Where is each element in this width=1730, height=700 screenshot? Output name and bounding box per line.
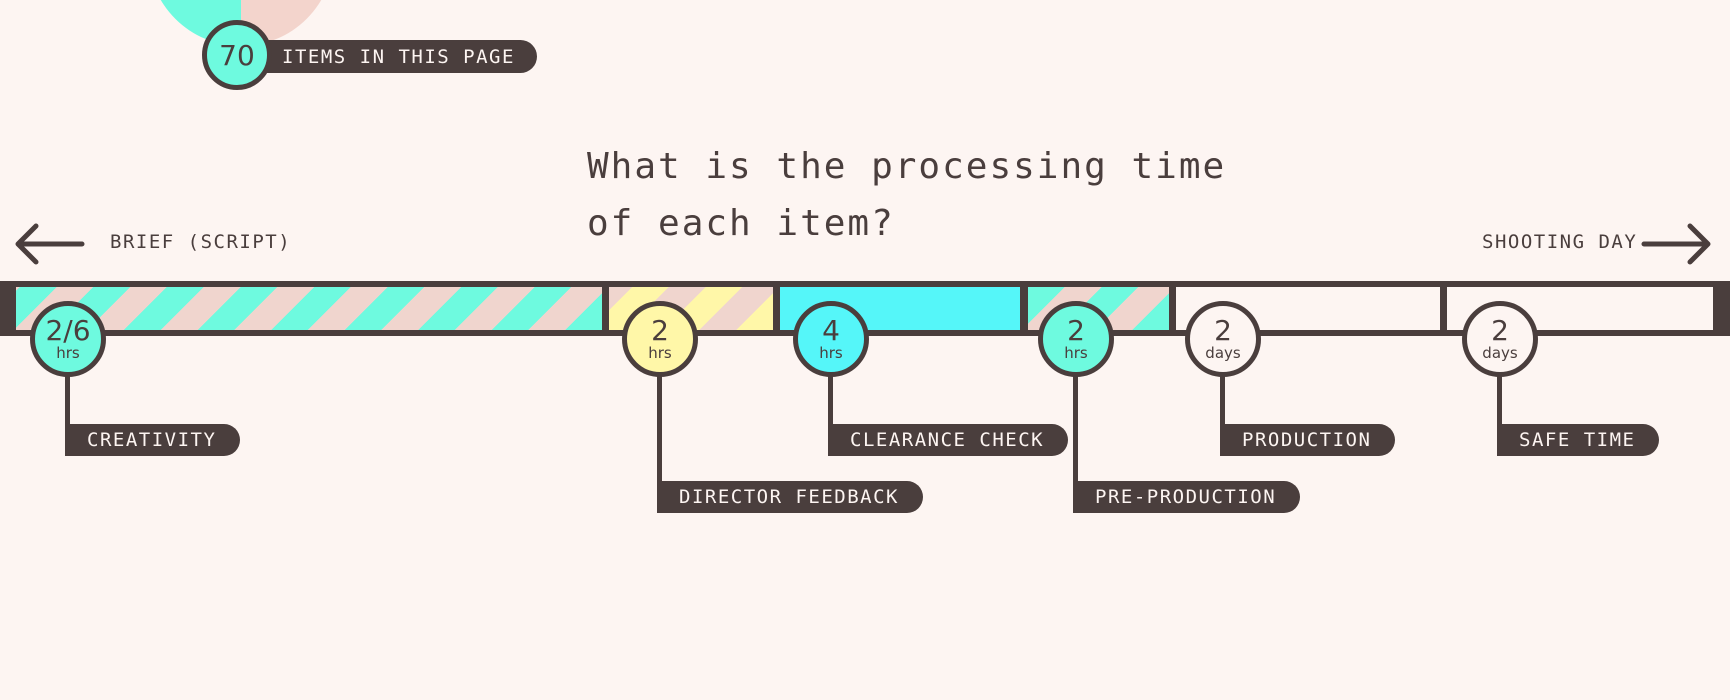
stage-clearance-check-value: 4 xyxy=(822,313,840,347)
page-title-line-2: of each item? xyxy=(587,203,895,244)
stage-production-value: 2 xyxy=(1214,313,1232,347)
page-title: What is the processing time of each item… xyxy=(587,138,1287,252)
timeline-start-label: BRIEF (SCRIPT) xyxy=(110,231,292,253)
arrow-left-icon xyxy=(15,223,85,265)
stage-creativity-label: CREATIVITY xyxy=(65,424,241,456)
stage-creativity-value: 2/6 xyxy=(45,313,91,347)
stage-director-feedback-label: DIRECTOR FEEDBACK xyxy=(657,481,923,513)
stage-clearance-check-unit: hrs xyxy=(819,343,843,362)
stage-creativity-unit: hrs xyxy=(56,343,80,362)
stage-production-label-text: PRODUCTION xyxy=(1242,429,1372,451)
item-count-label: ITEMS IN THIS PAGE xyxy=(262,40,537,73)
segment-creativity xyxy=(16,287,602,330)
stage-clearance-check-connector xyxy=(828,372,833,443)
stage-safe-time-label-text: SAFE TIME xyxy=(1519,429,1636,451)
item-count-value: 70 xyxy=(219,38,255,72)
stage-director-feedback-label-text: DIRECTOR FEEDBACK xyxy=(679,486,899,508)
stage-safe-time-connector xyxy=(1497,372,1502,443)
page-title-line-1: What is the processing time xyxy=(587,146,1227,187)
stage-production-duration: 2 days xyxy=(1185,301,1261,377)
stage-pre-production-unit: hrs xyxy=(1064,343,1088,362)
stage-clearance-check-label-text: CLEARANCE CHECK xyxy=(850,429,1045,451)
timeline-end-label: SHOOTING DAY xyxy=(1482,231,1638,253)
stage-pre-production-label: PRE-PRODUCTION xyxy=(1073,481,1301,513)
stage-safe-time-duration: 2 days xyxy=(1462,301,1538,377)
stage-production-connector xyxy=(1220,372,1225,443)
stage-production-unit: days xyxy=(1205,343,1241,362)
stage-clearance-check-duration: 4 hrs xyxy=(793,301,869,377)
stage-safe-time-unit: days xyxy=(1482,343,1518,362)
stage-director-feedback-value: 2 xyxy=(651,313,669,347)
stage-clearance-check-label: CLEARANCE CHECK xyxy=(828,424,1069,456)
stage-pre-production-connector xyxy=(1073,372,1078,500)
stage-pre-production-label-text: PRE-PRODUCTION xyxy=(1095,486,1277,508)
stage-pre-production-value: 2 xyxy=(1067,313,1085,347)
arrow-right-icon xyxy=(1641,223,1711,265)
stage-creativity-duration: 2/6 hrs xyxy=(30,301,106,377)
stage-production-label: PRODUCTION xyxy=(1220,424,1396,456)
stage-pre-production-duration: 2 hrs xyxy=(1038,301,1114,377)
stage-director-feedback-duration: 2 hrs xyxy=(622,301,698,377)
stage-safe-time-value: 2 xyxy=(1491,313,1509,347)
item-count-badge: 70 xyxy=(202,20,272,90)
stage-director-feedback-unit: hrs xyxy=(648,343,672,362)
stage-safe-time-label: SAFE TIME xyxy=(1497,424,1660,456)
stage-director-feedback-connector xyxy=(657,372,662,500)
item-count-label-text: ITEMS IN THIS PAGE xyxy=(282,45,515,68)
stage-creativity-label-text: CREATIVITY xyxy=(87,429,217,451)
stage-creativity-connector xyxy=(65,372,70,443)
